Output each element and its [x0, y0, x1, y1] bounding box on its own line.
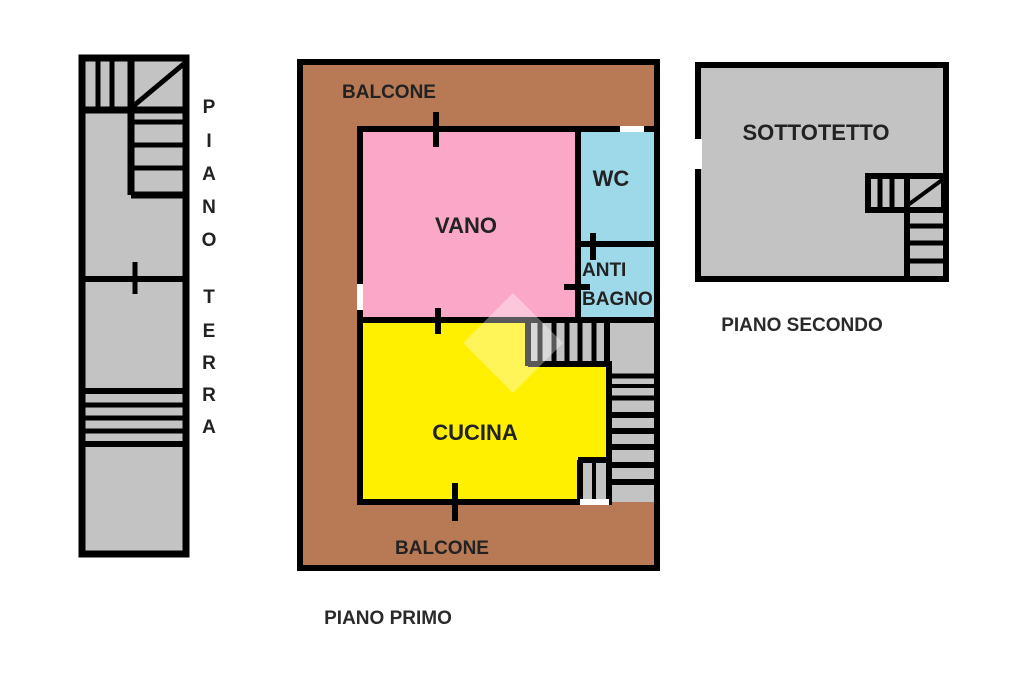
ground-floor-plan: P I A N O T E R R A	[78, 54, 217, 558]
label-letter: R	[202, 385, 216, 406]
label-letter: O	[202, 230, 217, 251]
window-sottotetto[interactable]	[694, 139, 702, 169]
antibagno-label-line2: BAGNO	[582, 289, 653, 310]
second-floor-label: PIANO SECONDO	[721, 315, 883, 336]
sottotetto-label: SOTTOTETTO	[742, 120, 889, 145]
window-vano[interactable]	[357, 284, 363, 310]
room-wc[interactable]	[578, 129, 654, 244]
watermark-logo	[463, 293, 563, 393]
first-floor-label: PIANO PRIMO	[324, 608, 452, 629]
label-letter: A	[202, 417, 216, 438]
vano-label: VANO	[435, 213, 497, 238]
antibagno-label-line1: ANTI	[582, 260, 626, 281]
first-floor-staircase-right	[609, 373, 654, 485]
ground-floor-staircase-bottom	[82, 388, 186, 447]
ground-floor-staircase-top	[82, 58, 188, 199]
room-vano[interactable]	[360, 129, 578, 320]
balcony-bottom-label: BALCONE	[395, 538, 489, 559]
cucina-label: CUCINA	[432, 420, 518, 445]
label-letter: R	[202, 353, 216, 374]
label-letter: T	[203, 287, 215, 308]
window-wc[interactable]	[620, 126, 644, 132]
label-letter: N	[202, 197, 216, 218]
window-stair[interactable]	[580, 499, 609, 505]
ground-floor-label: P I A N O T E R R A	[202, 97, 217, 438]
balcony-top-label: BALCONE	[342, 82, 436, 103]
label-letter: A	[202, 164, 216, 185]
label-letter: P	[203, 97, 216, 118]
second-floor-plan: SOTTOTETTO PIANO SECONDO	[694, 62, 949, 336]
first-floor-plan: BALCONE VANO WC ANTI BAGNO CUCINA BALCON…	[297, 59, 660, 629]
wc-label: WC	[593, 166, 630, 191]
first-floor-staircase-upper	[537, 322, 610, 362]
second-floor-staircase	[865, 173, 947, 279]
label-letter: I	[206, 131, 211, 152]
label-letter: E	[203, 321, 216, 342]
